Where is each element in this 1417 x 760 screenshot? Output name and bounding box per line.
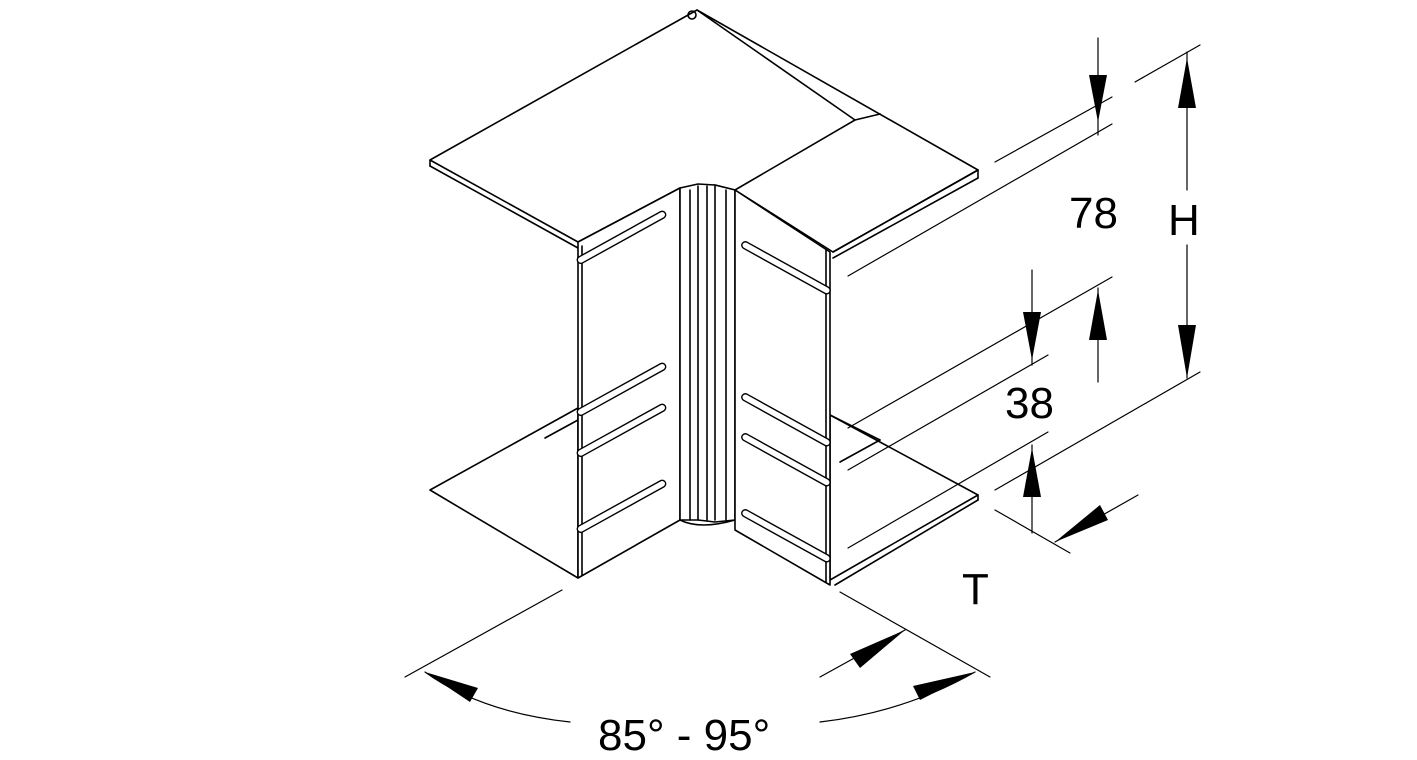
dimension-78: 78: [847, 37, 1118, 277]
label-38: 38: [1005, 379, 1054, 428]
label-78: 78: [1069, 189, 1118, 238]
right-face-edges: [832, 169, 979, 259]
left-wall-slot: [576, 210, 667, 534]
inner-corner-profile: [679, 183, 736, 526]
dimension-angle: 85° - 95°: [404, 589, 991, 760]
left-side-wall: [576, 187, 681, 579]
right-wall-slot: [741, 241, 831, 563]
label-t: T: [962, 565, 989, 614]
bottom-plate: [429, 407, 979, 586]
dimension-t: T: [962, 494, 1139, 614]
dimension-h: H: [994, 44, 1201, 491]
label-angle: 85° - 95°: [598, 711, 770, 760]
label-h: H: [1168, 196, 1200, 245]
dimension-38: 38: [847, 269, 1113, 549]
right-side-wall: [734, 189, 831, 586]
